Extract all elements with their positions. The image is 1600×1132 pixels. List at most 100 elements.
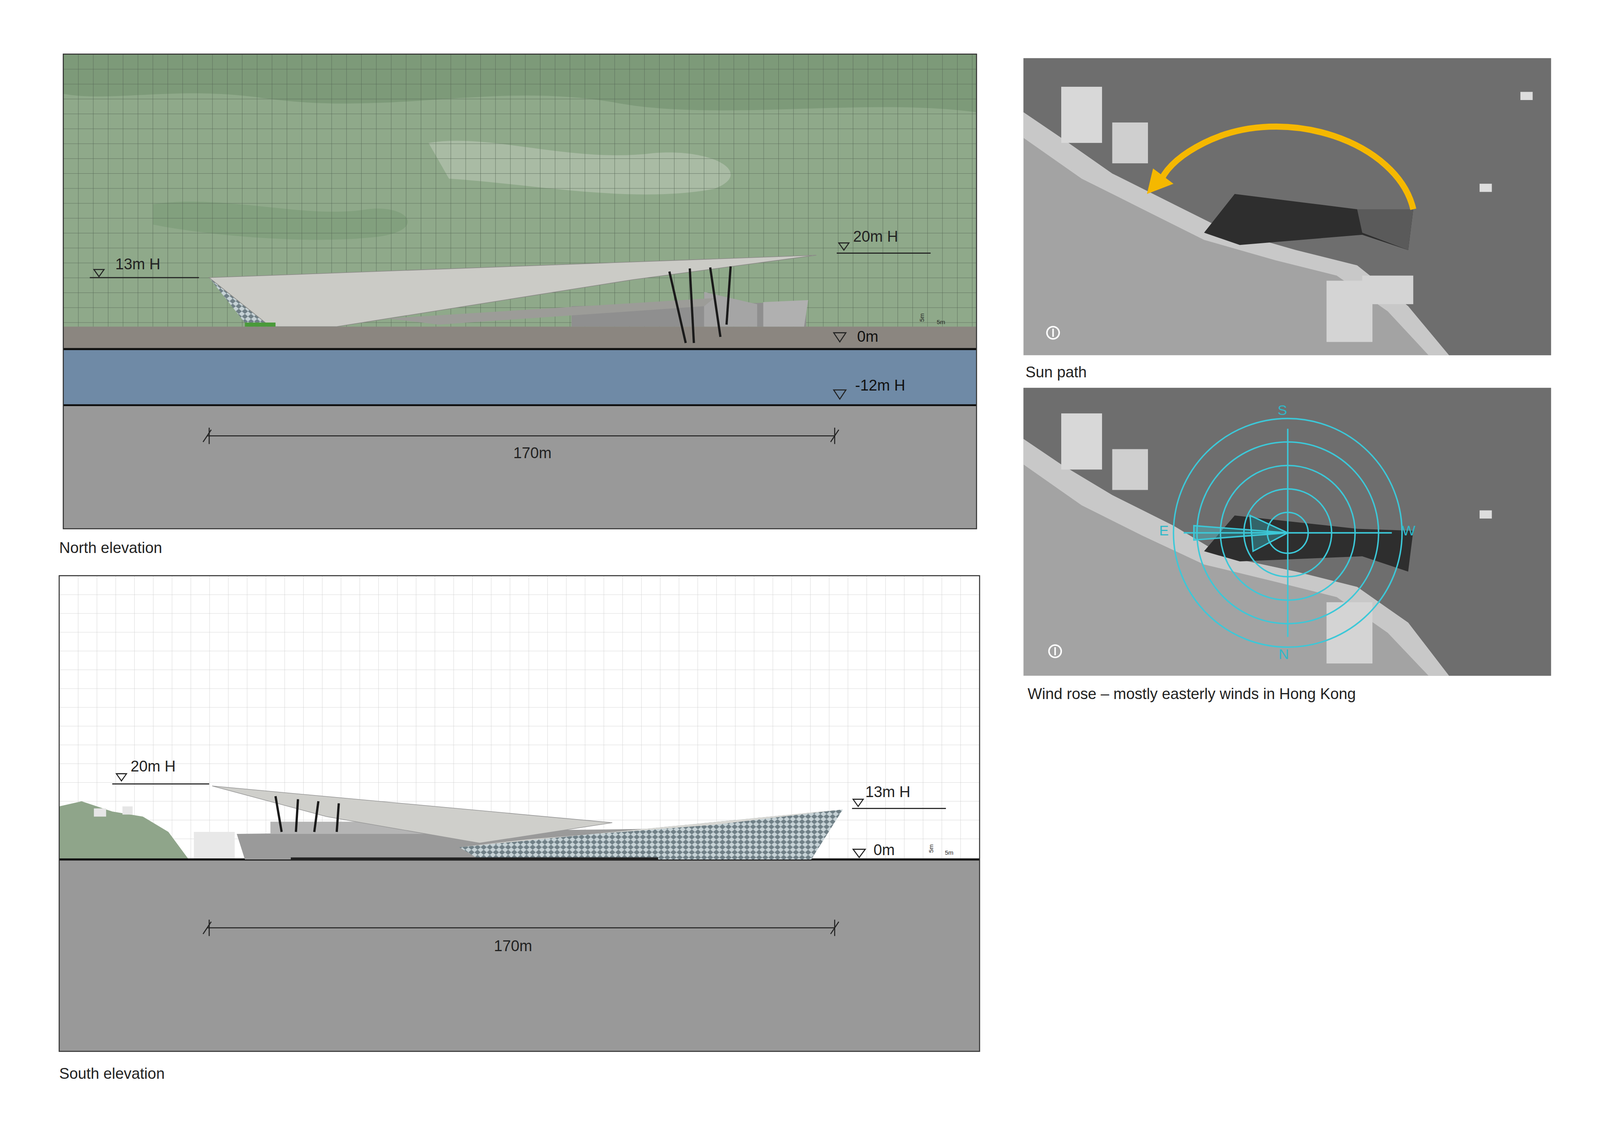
north-icon (1048, 644, 1062, 658)
building (1061, 413, 1102, 470)
wind-rose (1173, 418, 1402, 647)
north-elevation (63, 54, 977, 529)
sun-path-map (1023, 58, 1552, 355)
building-plan (1204, 194, 1414, 250)
column (275, 796, 339, 832)
level-mark (94, 269, 105, 277)
sun-path-arrow (1161, 126, 1414, 210)
building (1362, 275, 1414, 304)
water (1023, 58, 1552, 355)
frame (59, 575, 980, 1052)
seabed-line (63, 404, 977, 406)
building-plan (1204, 515, 1414, 572)
hillside-backdrop (63, 54, 977, 328)
wind-rose (1173, 418, 1402, 647)
north-icon (1052, 328, 1054, 337)
level-mark (838, 242, 850, 250)
dimension-line (203, 427, 839, 444)
level-label: 0m (873, 840, 895, 859)
north-icon (1054, 646, 1056, 655)
land (1023, 58, 1552, 355)
hillside (59, 800, 189, 859)
level-label: -12m H (855, 376, 906, 394)
level-mark (852, 807, 946, 809)
dimension-line (834, 919, 836, 936)
level-mark (853, 798, 864, 806)
frame (63, 54, 977, 529)
level-mark (833, 332, 846, 342)
background-block (194, 831, 235, 860)
level-mark (112, 783, 210, 785)
shore (1023, 112, 1450, 356)
house (94, 808, 107, 816)
glass-wedge (459, 809, 843, 860)
dimension-line (207, 435, 835, 437)
land (1023, 387, 1552, 676)
house (122, 806, 133, 814)
compass-letter: S (1277, 402, 1288, 419)
column (296, 798, 298, 832)
column (669, 266, 731, 343)
seabed (63, 406, 977, 529)
column (669, 271, 686, 344)
column (275, 796, 282, 832)
compass-letter: E (1159, 522, 1169, 539)
dimension-line (208, 919, 210, 936)
house (1520, 92, 1533, 100)
column (336, 803, 339, 832)
level-label: 20m H (130, 757, 176, 775)
level-label: 13m H (865, 782, 911, 801)
scale-mark: 5m (944, 848, 954, 856)
roof-sail (212, 785, 613, 843)
drawing-caption: North elevation (59, 538, 162, 557)
north-icon (1046, 326, 1060, 339)
building-block (704, 292, 758, 327)
building (1061, 86, 1102, 143)
dimension-line (208, 427, 210, 444)
house (1479, 510, 1492, 518)
map-caption: Sun path (1025, 363, 1087, 381)
drawing-caption: South elevation (59, 1064, 165, 1082)
wind-rose-map (1023, 387, 1552, 676)
dimension-line (203, 429, 212, 442)
wind-rose (1250, 515, 1288, 551)
grid (59, 575, 980, 860)
level-mark (116, 773, 127, 781)
ground (59, 859, 980, 1052)
dimension-line (834, 427, 836, 444)
level-mark (89, 242, 931, 399)
grid (63, 54, 977, 328)
map-caption: Wind rose – mostly easterly winds in Hon… (1027, 684, 1356, 703)
planting (244, 322, 276, 327)
roof-underside (387, 298, 714, 325)
base-shadow (290, 857, 658, 861)
roof-edge (459, 809, 843, 847)
level-label: 13m H (115, 255, 161, 273)
dimension-line (203, 921, 212, 934)
sky (59, 575, 980, 860)
level-mark (836, 252, 931, 254)
column (726, 266, 731, 325)
level-label: 20m H (853, 227, 899, 246)
dimension-line (203, 919, 839, 936)
dimension-line (207, 927, 835, 929)
scale-mark: 5m (918, 313, 926, 322)
compass-letter: W (1402, 522, 1416, 539)
building (1112, 122, 1148, 164)
scale-mark: 5m (936, 318, 946, 326)
south-elevation (59, 575, 980, 1052)
level-mark (833, 389, 846, 399)
scale-mark: 5m (927, 844, 935, 853)
dimension-label: 170m (494, 936, 533, 955)
dimension-label: 170m (513, 444, 552, 462)
ground-line (63, 348, 977, 350)
roof-sail (209, 255, 817, 327)
column (314, 800, 319, 832)
level-label: 0m (857, 327, 879, 346)
ground-strip (63, 326, 977, 349)
building-plan (1357, 209, 1414, 250)
level-mark (89, 277, 199, 279)
column (689, 268, 694, 343)
level-mark (853, 848, 866, 857)
